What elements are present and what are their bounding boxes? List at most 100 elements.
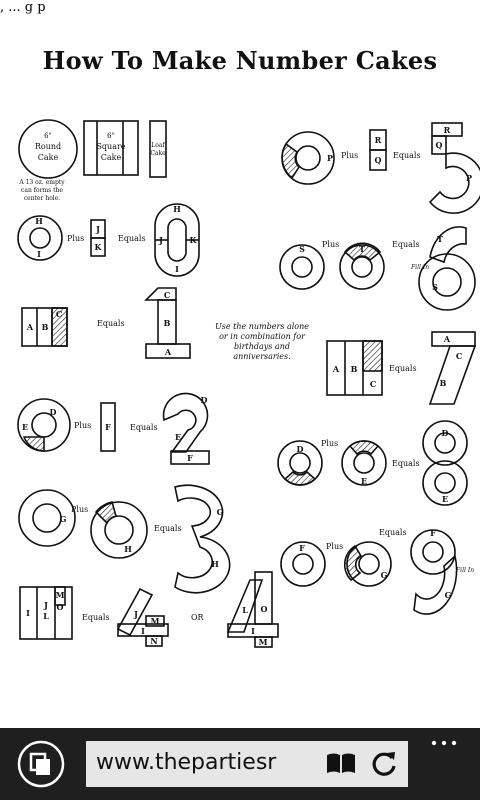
equals-label: Equals [97,319,125,328]
tabs-button[interactable] [16,739,66,789]
round-pan-diagram: 6" Round Cake A 13 oz. empty can forms t… [18,119,78,202]
note-line: or in combination for [219,332,306,341]
letter-h: H [35,216,43,226]
reading-view-button[interactable] [324,750,358,778]
letter-f: F [105,422,111,432]
letter-r: R [444,125,451,135]
number-cakes-diagram: 6" Round Cake A 13 oz. empty can forms t… [17,119,480,648]
equals-label: Equals [118,234,146,243]
letter-r: R [375,135,382,145]
letter-a: A [332,364,340,374]
equals-label: Equals [392,240,420,249]
plus-label: Plus [322,240,339,249]
page-title: How To Make Number Cakes [42,46,438,75]
loaf-pan-diagram: Loaf Cake [149,120,167,178]
number-eight-diagram [277,420,468,506]
letter-h: H [173,204,181,214]
letter-o: O [261,604,268,614]
plus-label: Plus [321,439,338,448]
letter-i: I [251,626,255,636]
letter-j: J [95,224,100,234]
letter-j: J [43,600,48,610]
letter-s: S [432,282,438,292]
letter-e: E [175,432,181,442]
note-line: Use the numbers alone [215,322,309,331]
webpage-content[interactable]: How To Make Number Cakes 6" Round Cake A… [0,32,480,728]
status-bar: , ... g p [0,0,480,32]
plus-label: Plus [326,542,343,551]
plus-label: Plus [71,505,88,514]
browser-app-bar: www.thepartiesr [0,728,480,800]
refresh-icon [372,752,396,776]
can-note-line: can forms the [21,187,63,194]
number-five-diagram [281,122,480,214]
url-text[interactable]: www.thepartiesr [96,750,277,775]
letter-i: I [175,264,179,274]
letter-t: T [359,244,365,254]
plus-label: Plus [74,421,91,430]
status-bar-text: , ... g p [0,0,46,15]
round-pan-label-2: Cake [38,153,59,162]
equals-label: Equals [379,528,407,537]
refresh-button[interactable] [368,748,400,780]
square-pan-label-2: Cake [101,153,122,162]
loaf-pan-label-2: Cake [150,150,166,157]
letter-b: B [440,378,447,388]
letter-h: H [124,544,132,554]
letter-i: I [26,608,30,618]
equals-label: Equals [392,459,420,468]
letter-g: G [217,507,224,517]
letter-g: G [445,590,452,600]
letter-d: D [50,407,57,417]
letter-e: E [361,476,367,486]
letter-q: Q [375,155,382,165]
letter-f: F [187,453,193,463]
can-note-line: center hole. [24,195,60,202]
letter-b: B [42,322,49,332]
letter-i: I [141,626,145,636]
letter-a: A [26,322,34,332]
letter-c: C [164,290,170,300]
equals-label: Equals [389,364,417,373]
letter-n: N [150,636,157,646]
letter-b: B [164,318,171,328]
note-line: birthdays and [234,342,290,351]
fill-in-label: Fill In [455,567,474,574]
equals-label: Equals [154,524,182,533]
more-button[interactable] [424,730,464,756]
address-bar[interactable]: www.thepartiesr [86,741,408,787]
letter-o: O [57,602,64,612]
number-seven-diagram [326,331,477,405]
number-one-diagram [21,287,191,359]
equals-label: Equals [130,423,158,432]
letter-m: M [56,590,65,600]
letter-b: B [351,364,358,374]
equals-label: Equals [393,151,421,160]
note-line: anniversaries. [233,352,290,361]
square-pan-diagram: 6" Square Cake [83,120,139,176]
tabs-icon [17,740,65,788]
number-zero-diagram [17,203,200,277]
more-icon [431,740,457,746]
letter-i: I [37,249,41,259]
letter-f: F [430,528,436,538]
letter-c: C [56,309,62,319]
letter-f: F [299,543,305,553]
letter-j: J [158,235,163,245]
letter-s: S [299,244,305,254]
letter-m: M [151,616,160,626]
plus-label: Plus [67,234,84,243]
reading-view-icon [327,753,355,773]
equals-label: Equals [82,613,110,622]
or-label: OR [191,613,205,622]
letter-m: M [259,637,268,647]
letter-h: H [211,559,219,569]
letter-l: L [43,611,49,621]
number-three-diagram [18,484,231,594]
letter-d: D [442,428,449,438]
letter-d: D [297,444,304,454]
letter-c: C [370,379,376,389]
letter-q: Q [436,140,443,150]
letter-a: A [443,334,451,344]
letter-l: L [242,605,248,615]
